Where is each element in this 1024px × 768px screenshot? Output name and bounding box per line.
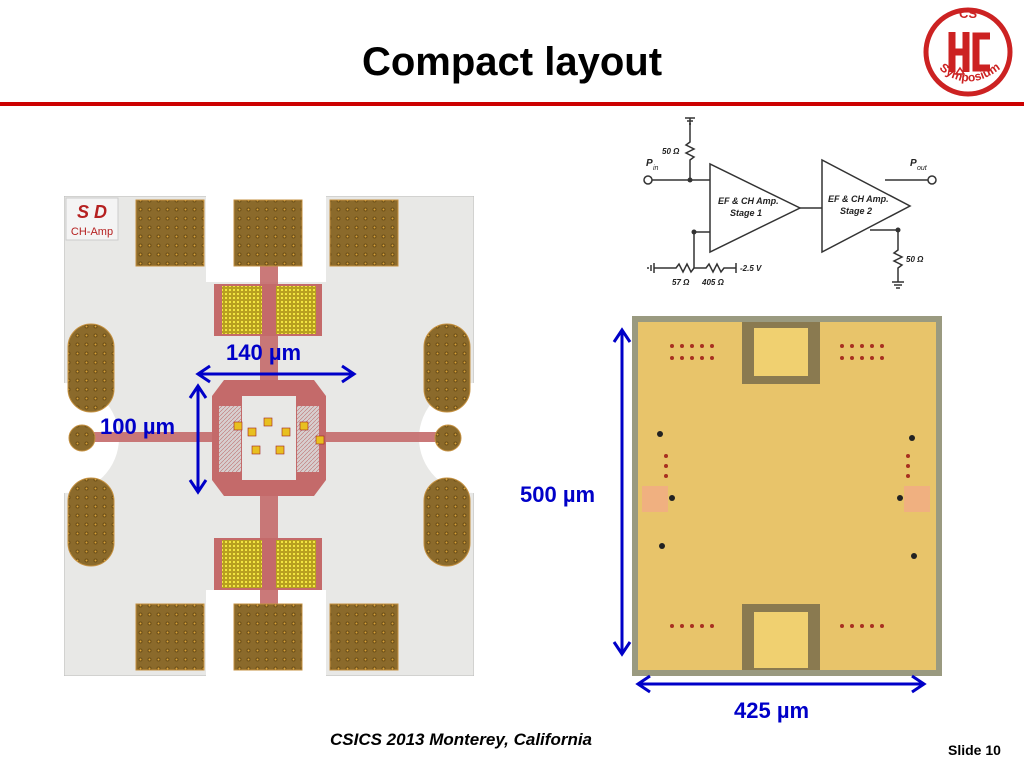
r-bias2-label: 405 Ω [701, 278, 725, 287]
chip-layout-drawing: S D CH-Amp [64, 196, 474, 676]
layout-logo-champ: CH-Amp [71, 226, 113, 238]
r-in-label: 50 Ω [662, 147, 680, 156]
die-width-label: 425 µm [734, 698, 810, 723]
pin-sub: in [653, 165, 659, 172]
pin-label: P [646, 158, 653, 169]
pout-sub: out [917, 165, 928, 172]
csics-logo: CS Symposium [923, 6, 1013, 97]
pout-label: P [910, 158, 917, 169]
slide-title: Compact layout [361, 40, 663, 84]
stage2-label-2: Stage 2 [840, 206, 872, 216]
pin-terminal [643, 175, 653, 185]
layout-dimension-arrows [188, 364, 357, 495]
logo-arc-text: Symposium [937, 60, 1002, 85]
amplifier-schematic: P in P out EF & CH Amp. Stage 1 EF & CH … [643, 117, 937, 289]
stage1-label-1: EF & CH Amp. [718, 196, 779, 206]
stage2-label-1: EF & CH Amp. [828, 194, 889, 204]
logo-ground-glyph [954, 66, 966, 75]
logo-top-text: CS [959, 6, 977, 21]
layout-logo-sd: S D [77, 202, 107, 222]
slide-number: Slide 10 [948, 742, 1001, 758]
die-photo [632, 316, 942, 676]
supply-label: -2.5 V [740, 264, 762, 273]
die-height-label: 500 µm [520, 482, 596, 507]
r-out-label: 50 Ω [906, 255, 924, 264]
layout-width-label: 140 µm [226, 340, 302, 365]
r-bias1-label: 57 Ω [672, 278, 690, 287]
title-divider [0, 102, 1024, 106]
slide-footer: CSICS 2013 Monterey, California [330, 730, 593, 749]
layout-height-label: 100 µm [100, 414, 176, 439]
logo-c-glyph [972, 32, 990, 72]
logo-h-glyph [948, 32, 970, 72]
pout-terminal [927, 175, 937, 185]
die-dimension-arrows [612, 327, 927, 694]
logo-ring [923, 7, 1013, 97]
stage1-label-2: Stage 1 [730, 208, 762, 218]
